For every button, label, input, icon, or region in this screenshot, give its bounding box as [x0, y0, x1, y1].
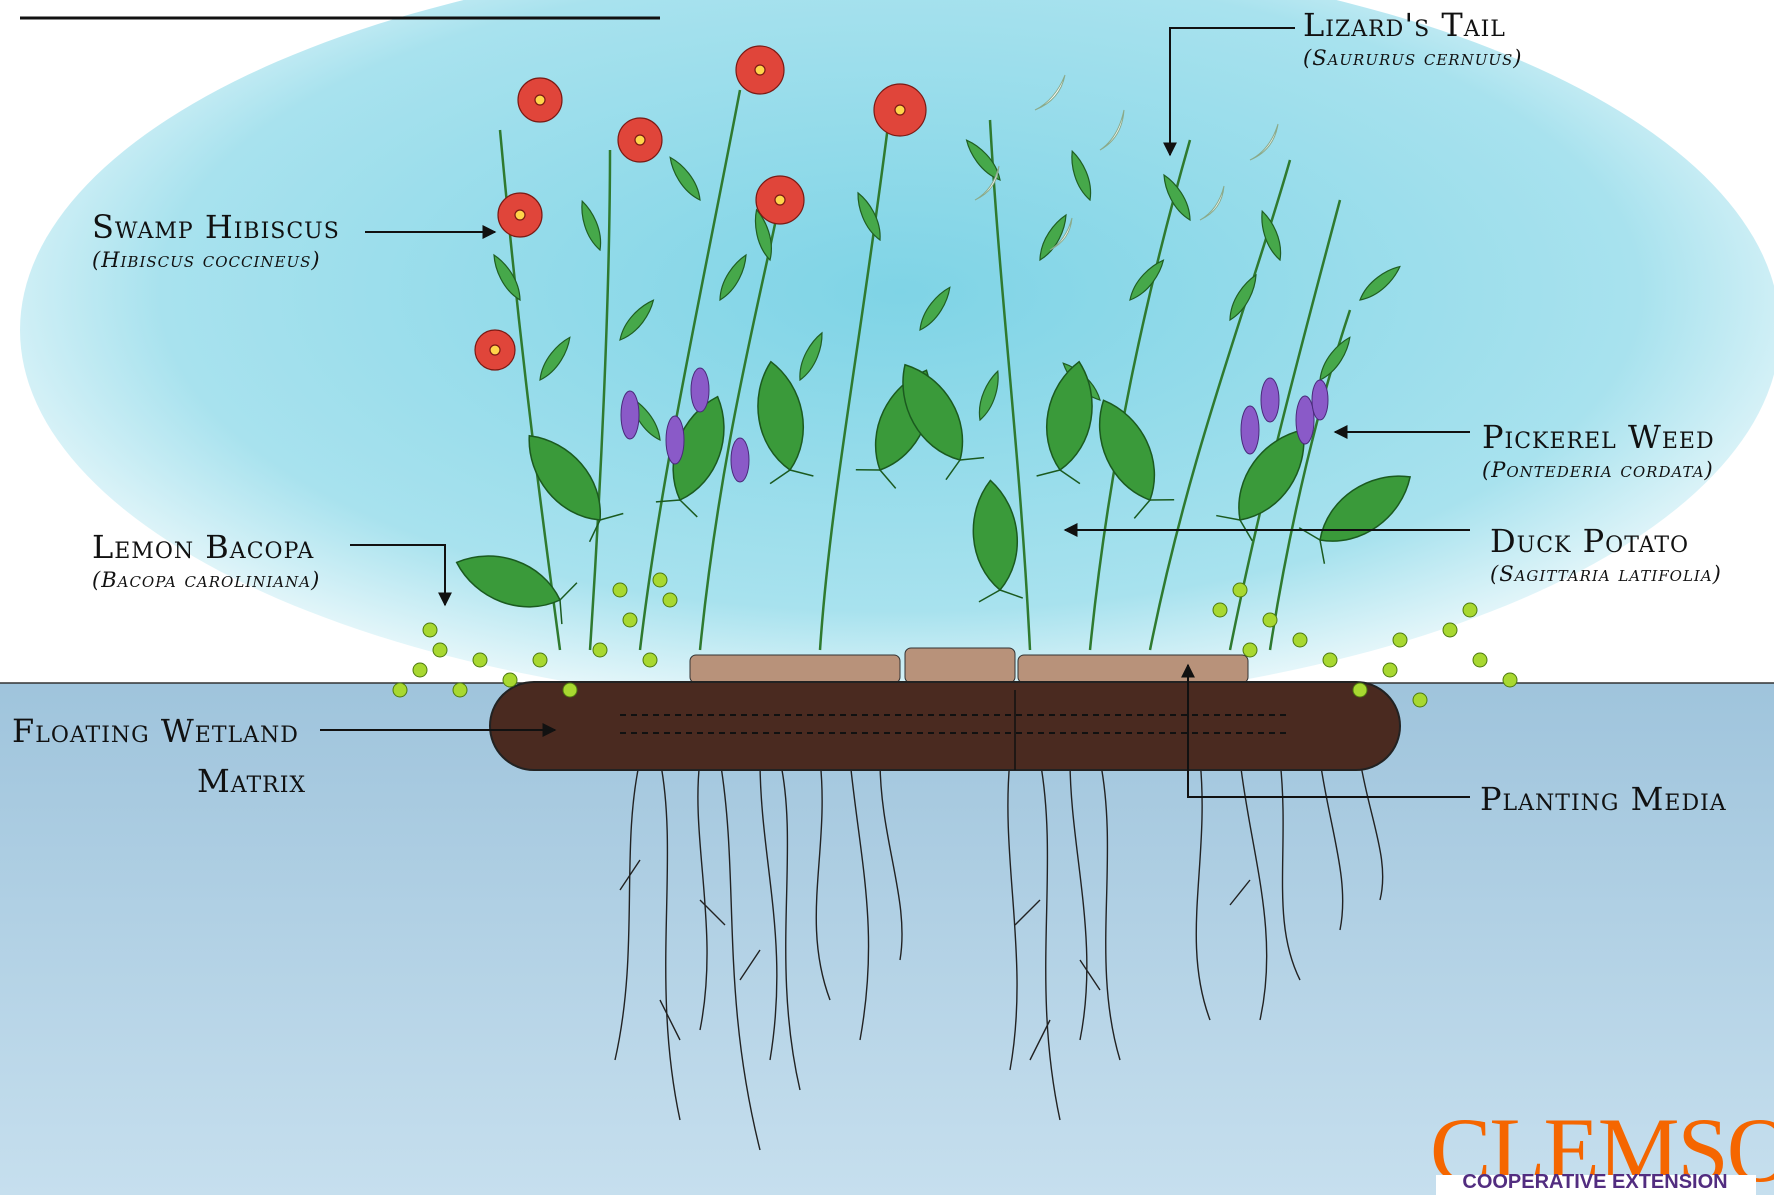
floating-matrix-label: Floating Wetland Matrix	[12, 712, 306, 800]
floating-matrix-line2: Matrix	[197, 762, 306, 800]
lizards-tail-sci: (Saururus cernuus)	[1303, 46, 1522, 70]
pickerel-weed-label: Pickerel Weed (Pontederia cordata)	[1482, 418, 1715, 482]
floating-matrix-line1: Floating Wetland	[12, 712, 306, 750]
lizards-tail-label: Lizard's Tail (Saururus cernuus)	[1303, 6, 1522, 70]
pickerel-weed-name: Pickerel Weed	[1482, 418, 1715, 456]
swamp-hibiscus-name: Swamp Hibiscus	[92, 208, 340, 246]
duck-potato-sci: (Sagittaria latifolia)	[1490, 562, 1722, 586]
clemson-logo: CLEMSON COOPERATIVE EXTENSION	[1430, 1105, 1774, 1195]
duck-potato-name: Duck Potato	[1490, 522, 1722, 560]
pickerel-weed-sci: (Pontederia cordata)	[1482, 458, 1715, 482]
lemon-bacopa-name: Lemon Bacopa	[92, 528, 320, 566]
planting-media-name: Planting Media	[1480, 780, 1727, 818]
swamp-hibiscus-sci: (Hibiscus coccineus)	[92, 248, 340, 272]
planting-media-label: Planting Media	[1480, 780, 1727, 818]
clemson-subtitle: COOPERATIVE EXTENSION	[1430, 1171, 1760, 1194]
lizards-tail-name: Lizard's Tail	[1303, 6, 1522, 44]
duck-potato-label: Duck Potato (Sagittaria latifolia)	[1490, 522, 1722, 586]
swamp-hibiscus-label: Swamp Hibiscus (Hibiscus coccineus)	[92, 208, 340, 272]
lemon-bacopa-sci: (Bacopa caroliniana)	[92, 568, 320, 592]
lemon-bacopa-label: Lemon Bacopa (Bacopa caroliniana)	[92, 528, 320, 592]
